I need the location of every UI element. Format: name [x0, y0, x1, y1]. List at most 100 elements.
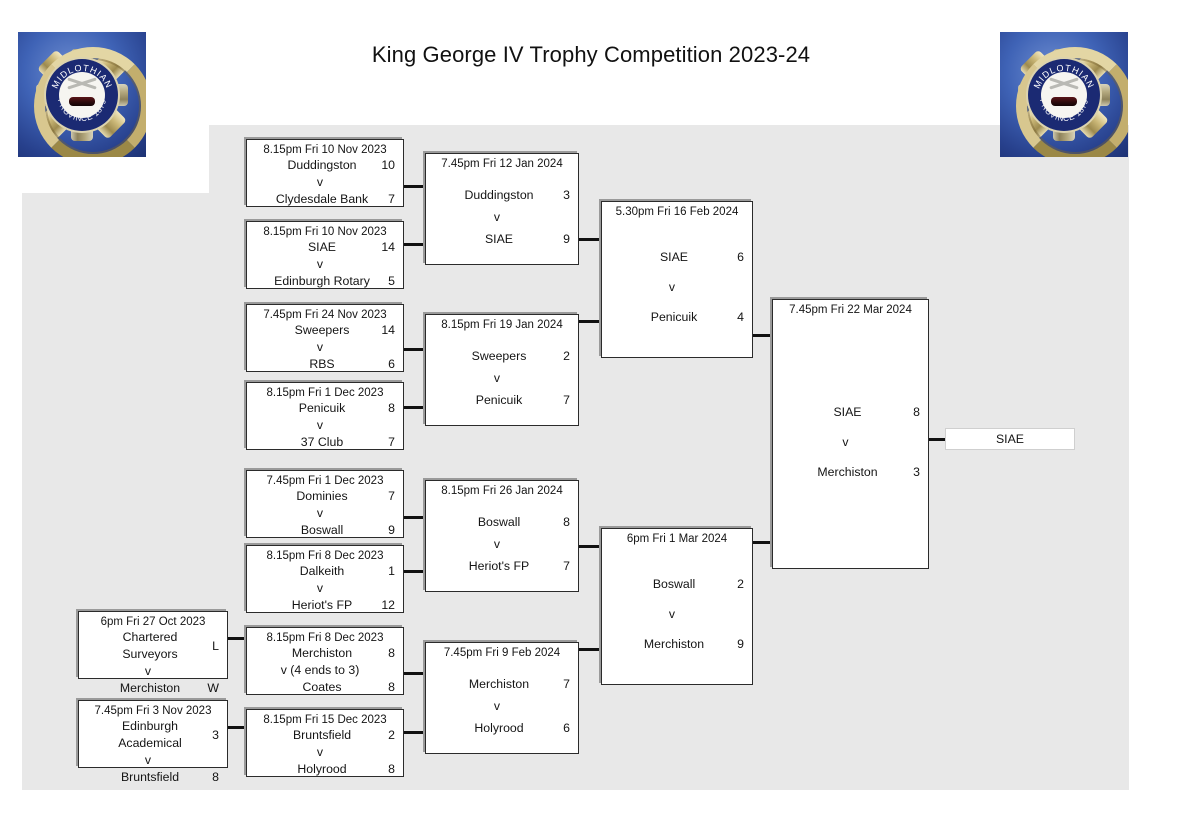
match-datetime: 6pm Fri 27 Oct 2023	[100, 616, 206, 628]
bracket-connector	[402, 672, 428, 675]
bracket-connector	[577, 320, 603, 323]
match-datetime: 8.15pm Fri 19 Jan 2024	[441, 319, 563, 331]
match-separator: v	[316, 581, 324, 595]
bracket-connector	[402, 348, 428, 351]
away-team-score: 7	[563, 558, 570, 573]
away-team-name: SIAE	[484, 231, 514, 246]
away-team-name: Edinburgh Rotary	[274, 274, 370, 288]
home-team-name: SIAE	[833, 404, 862, 419]
home-team-score: 8	[388, 401, 395, 415]
away-team-score: 3	[913, 464, 920, 479]
away-team-score: 5	[388, 274, 395, 288]
home-team-score: 3	[212, 727, 219, 742]
match-away-row: Holyrood 8	[247, 761, 403, 778]
bracket-connector	[228, 637, 250, 640]
match-datetime: 8.15pm Fri 26 Jan 2024	[441, 485, 563, 497]
bracket-connector	[751, 334, 775, 337]
curling-stone-icon	[1051, 97, 1077, 106]
home-team-name: SIAE	[307, 240, 337, 254]
match-separator: v	[493, 370, 501, 385]
home-team-score: 3	[563, 187, 570, 202]
match-separator: v	[144, 753, 152, 767]
bracket-connector	[577, 238, 603, 241]
match-datetime: 7.45pm Fri 22 Mar 2024	[789, 304, 912, 316]
match-away-row: Boswall 9	[247, 522, 403, 539]
home-team-name: Bruntsfield	[292, 728, 352, 742]
away-team-name: Merchiston	[643, 637, 705, 651]
home-team-name: Sweepers	[294, 323, 350, 337]
match-datetime: 6pm Fri 1 Mar 2024	[626, 533, 728, 545]
match-separator: v	[316, 257, 324, 271]
home-team-name: Boswall	[477, 514, 521, 529]
match-separator: v	[493, 536, 501, 551]
away-team-score: 6	[388, 357, 395, 371]
home-team-score: 7	[388, 489, 395, 503]
away-team-name: Boswall	[300, 523, 344, 537]
match-separator: v (4 ends to 3)	[280, 663, 360, 677]
home-team-name: Dominies	[296, 489, 348, 503]
away-team-score: 12	[381, 598, 395, 612]
match-separator: v	[316, 506, 324, 520]
match-datetime: 8.15pm Fri 8 Dec 2023	[266, 550, 384, 562]
away-team-score: 8	[388, 762, 395, 776]
home-team-score: 6	[737, 250, 744, 264]
away-team-score: 7	[388, 192, 395, 206]
away-team-name: 37 Club	[300, 435, 344, 449]
away-team-score: 6	[563, 720, 570, 735]
home-team-score: 8	[913, 404, 920, 419]
bracket-connector	[228, 726, 250, 729]
badge-wreath-icon	[34, 46, 146, 157]
match-separator: v	[316, 745, 324, 759]
home-team-name: Edinburgh Academical	[118, 719, 182, 750]
match-datetime: 5.30pm Fri 16 Feb 2024	[615, 206, 739, 218]
bracket-connector	[402, 516, 428, 519]
home-team-name: Merchiston	[291, 646, 353, 660]
away-team-score: 4	[737, 310, 744, 324]
away-team-name: Holyrood	[297, 762, 347, 776]
match-home-row: Boswall 8	[426, 511, 578, 533]
bracket-connector	[402, 731, 428, 734]
home-team-name: Chartered Surveyors	[122, 630, 178, 661]
match-datetime: 8.15pm Fri 10 Nov 2023	[263, 226, 387, 238]
match-separator: v	[493, 209, 501, 224]
match-separator: v	[316, 175, 324, 189]
home-team-name: Penicuik	[298, 401, 346, 415]
match-separator: v	[668, 607, 676, 621]
midlothian-province-badge-icon: MIDLOTHIAN PROVINCE 1879	[1000, 32, 1128, 157]
match-datetime: 7.45pm Fri 1 Dec 2023	[266, 475, 384, 487]
match-datetime: 7.45pm Fri 24 Nov 2023	[263, 309, 387, 321]
badge-wreath-icon	[1016, 46, 1128, 157]
home-team-score: 8	[563, 514, 570, 529]
away-team-score: 9	[388, 523, 395, 537]
bracket-connector	[927, 438, 949, 441]
match-home-row: Penicuik 8	[247, 400, 403, 417]
bracket-connector	[402, 570, 428, 573]
away-team-score: 9	[737, 637, 744, 651]
badge-center	[59, 71, 105, 118]
